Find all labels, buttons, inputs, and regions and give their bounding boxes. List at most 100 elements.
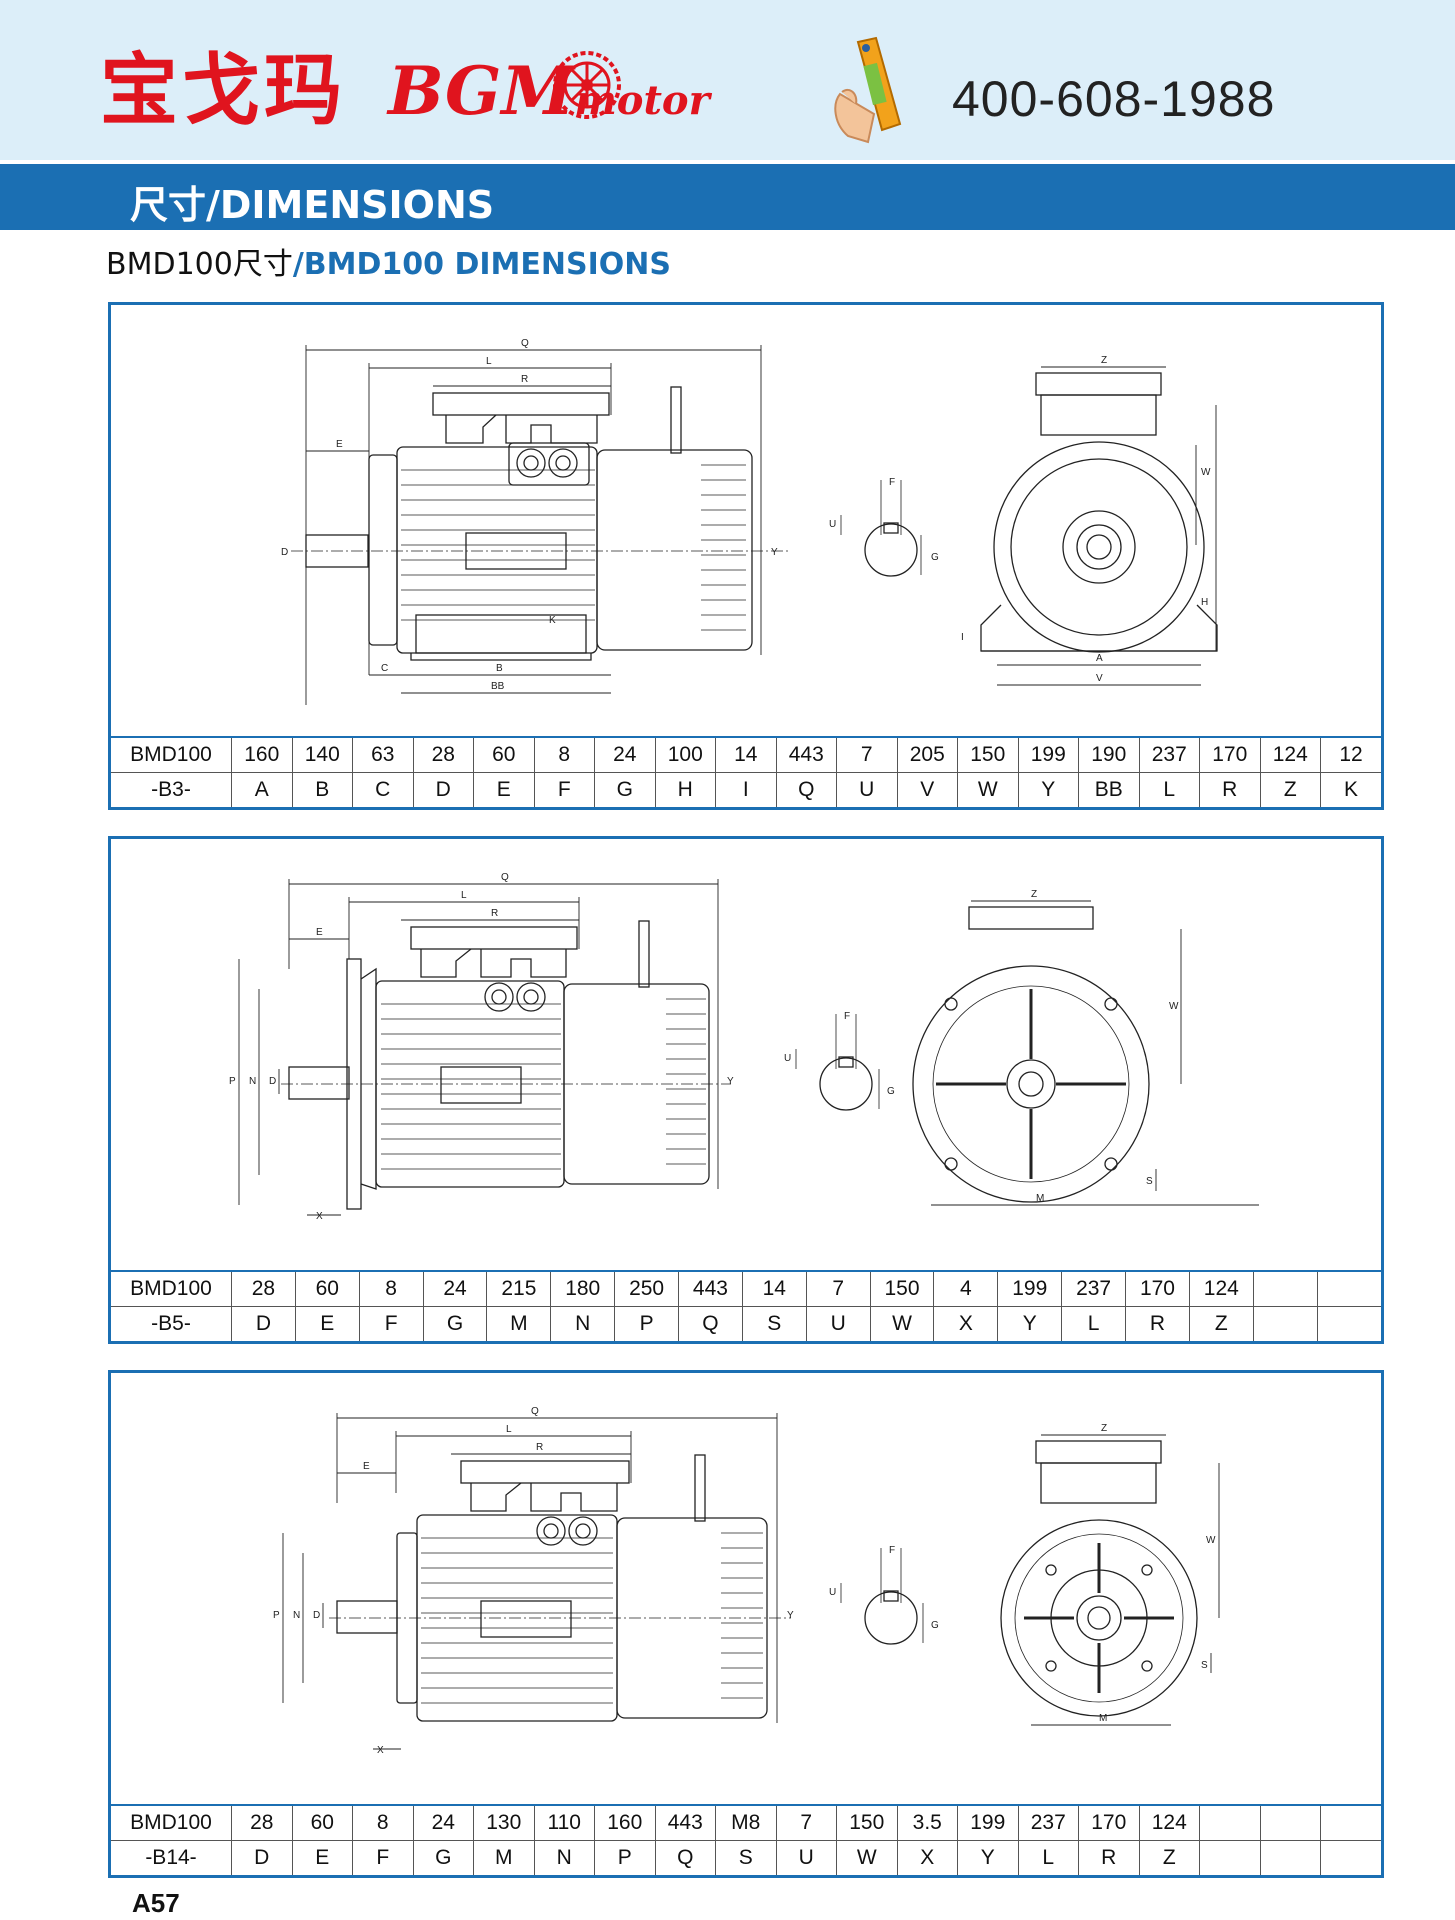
code-cell: P [614, 1306, 679, 1341]
value-cell: 28 [231, 1804, 292, 1841]
code-cell: L [1017, 1840, 1079, 1875]
svg-text:D: D [313, 1610, 320, 1621]
code-cell: K [1320, 772, 1381, 807]
brand-logo-bgm: BGM [388, 52, 575, 130]
code-cell: S [715, 1840, 776, 1875]
svg-text:E: E [316, 927, 323, 938]
svg-text:U: U [829, 1587, 836, 1598]
value-cell: 199 [957, 1804, 1018, 1841]
code-cell: V [896, 772, 958, 807]
code-cell: L [1061, 1306, 1126, 1341]
code-cell: M [473, 1840, 534, 1875]
code-cell: E [291, 1840, 353, 1875]
svg-text:F: F [889, 477, 895, 488]
page-subtitle: BMD100尺寸/BMD100 DIMENSIONS [106, 250, 671, 280]
brand-logo-chinese: 宝戈玛 [100, 46, 347, 136]
header-band [0, 0, 1455, 160]
b5-dimension-table: BMD100 28 60 8 24 215 180 250 443 14 7 1… [111, 1270, 1381, 1341]
value-cell: 190 [1078, 736, 1139, 773]
model-cell: BMD100 [111, 736, 232, 773]
value-cell: 180 [550, 1270, 615, 1307]
svg-text:N: N [249, 1076, 256, 1087]
code-cell: R [1199, 772, 1260, 807]
svg-text:P: P [273, 1610, 280, 1621]
code-cell: M [486, 1306, 551, 1341]
value-cell: 237 [1061, 1270, 1126, 1307]
code-cell: D [412, 772, 474, 807]
value-cell: 7 [805, 1270, 871, 1307]
value-cell: 14 [715, 736, 776, 773]
value-cell: 250 [614, 1270, 679, 1307]
svg-text:C: C [381, 663, 388, 674]
svg-text:K: K [549, 615, 556, 626]
svg-text:R: R [536, 1442, 543, 1453]
svg-text:R: R [521, 374, 528, 385]
value-cell: 28 [231, 1270, 296, 1307]
code-cell: Q [775, 772, 837, 807]
value-cell: 60 [473, 736, 534, 773]
svg-text:R: R [491, 908, 498, 919]
code-cell: L [1138, 772, 1200, 807]
value-cell: 199 [1017, 736, 1079, 773]
model-cell: BMD100 [111, 1270, 232, 1307]
svg-text:W: W [1206, 1535, 1216, 1546]
svg-text:G: G [931, 1620, 939, 1631]
code-cell: R [1078, 1840, 1139, 1875]
value-cell: 8 [533, 736, 595, 773]
code-cell [1316, 1306, 1381, 1341]
svg-text:B: B [496, 663, 503, 674]
empty-cell [1320, 1840, 1381, 1875]
svg-text:Z: Z [1101, 355, 1107, 366]
svg-text:U: U [829, 519, 836, 530]
svg-text:V: V [1096, 673, 1103, 684]
svg-text:Z: Z [1101, 1423, 1107, 1434]
code-cell [1252, 1306, 1318, 1341]
svg-text:X: X [377, 1745, 384, 1756]
svg-text:S: S [1201, 1660, 1208, 1671]
value-cell: 199 [997, 1270, 1062, 1307]
svg-text:A: A [1096, 653, 1103, 664]
code-cell: Y [997, 1306, 1062, 1341]
svg-text:L: L [506, 1424, 512, 1435]
code-cell: F [352, 1840, 413, 1875]
svg-text:M: M [1036, 1193, 1044, 1204]
value-cell: 14 [741, 1270, 807, 1307]
value-cell: 130 [473, 1804, 534, 1841]
value-cell: 12 [1320, 736, 1381, 773]
svg-text:L: L [486, 356, 492, 367]
svg-text:L: L [461, 890, 467, 901]
value-cell: 7 [836, 736, 897, 773]
mount-cell: -B3- [111, 772, 232, 807]
code-cell: F [533, 772, 595, 807]
value-cell: M8 [715, 1804, 776, 1841]
svg-text:M: M [1099, 1713, 1107, 1724]
value-cell: 7 [775, 1804, 837, 1841]
code-cell: Z [1259, 772, 1321, 807]
table-row-codes: -B3- A B C D E F G H I Q U V W Y BB L R … [111, 772, 1381, 807]
value-cell: 443 [678, 1270, 743, 1307]
svg-text:Y: Y [727, 1076, 734, 1087]
code-cell: I [715, 772, 776, 807]
code-cell: G [594, 772, 655, 807]
svg-text:Q: Q [521, 338, 529, 349]
svg-text:P: P [229, 1076, 236, 1087]
value-cell [1252, 1270, 1318, 1307]
value-cell: 205 [896, 736, 958, 773]
svg-text:U: U [784, 1053, 791, 1064]
code-cell: Q [678, 1306, 743, 1341]
value-cell: 24 [422, 1270, 487, 1307]
value-cell: 110 [533, 1804, 595, 1841]
svg-text:W: W [1201, 467, 1211, 478]
svg-text:Q: Q [531, 1406, 539, 1417]
code-cell: H [654, 772, 716, 807]
svg-text:X: X [316, 1211, 323, 1222]
code-cell: G [412, 1840, 474, 1875]
svg-text:F: F [844, 1011, 850, 1022]
value-cell: 8 [352, 1804, 413, 1841]
brand-logo-english: BGMmotor [388, 58, 710, 124]
svg-text:Q: Q [501, 872, 509, 883]
empty-cell [1259, 1804, 1321, 1841]
empty-cell [1199, 1840, 1260, 1875]
